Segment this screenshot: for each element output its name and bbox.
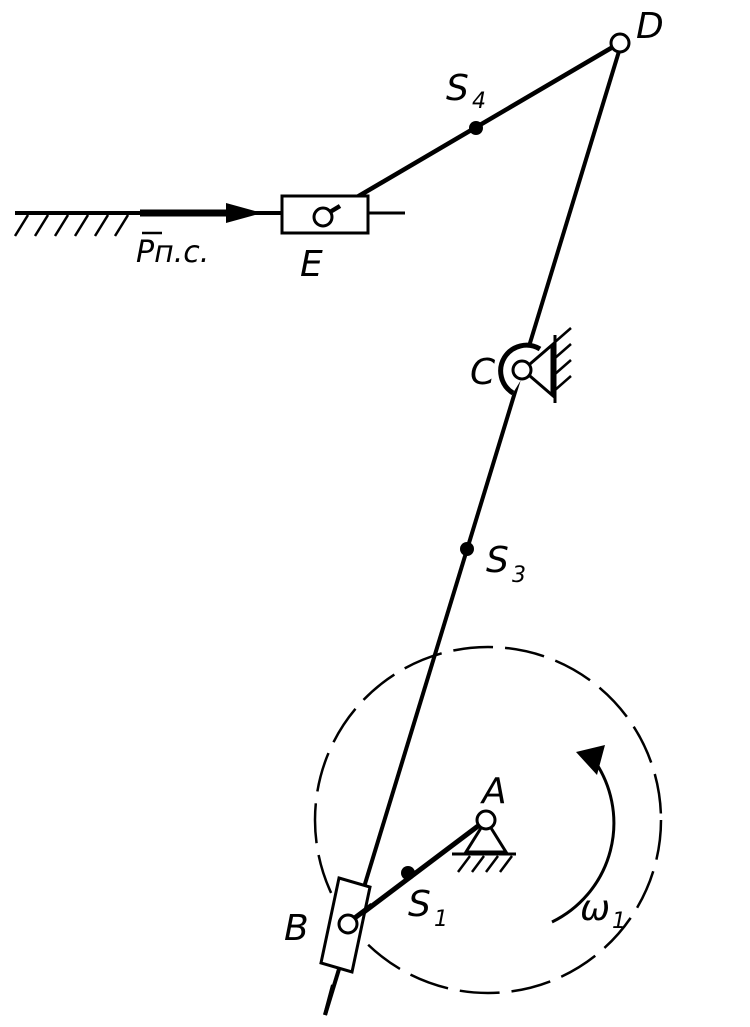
pivot-a-support: [452, 809, 516, 873]
slider-b: [319, 876, 374, 1016]
crank-path-circle: [313, 645, 663, 995]
label-a: A: [480, 771, 507, 812]
mass-center-s1: [401, 866, 415, 880]
svg-text:1: 1: [612, 909, 626, 934]
label-e: E: [300, 244, 323, 285]
svg-text:S: S: [486, 540, 509, 581]
svg-text:Pп.с.: Pп.с.: [136, 235, 209, 270]
mass-center-s4: [469, 121, 483, 135]
svg-text:1: 1: [434, 907, 448, 932]
label-d: D: [636, 6, 664, 47]
svg-text:4: 4: [472, 89, 486, 114]
svg-text:3: 3: [512, 563, 526, 588]
pivot-c-support: [498, 327, 572, 403]
label-b: B: [284, 908, 309, 949]
label-s1: S 1: [408, 884, 448, 932]
svg-text:S: S: [446, 68, 469, 109]
rotation-arrow: [551, 745, 616, 924]
label-s3: S 3: [486, 540, 526, 588]
force-arrow: [140, 203, 262, 223]
joint-d: [609, 32, 631, 54]
label-s4: S 4: [446, 68, 486, 114]
label-force: Pп.с.: [136, 231, 209, 270]
label-omega1: ω 1: [580, 888, 626, 934]
svg-text:S: S: [408, 884, 431, 925]
mass-center-s3: [460, 542, 474, 556]
label-c: C: [470, 352, 496, 393]
slider-e: [280, 194, 370, 235]
svg-text:ω: ω: [580, 888, 610, 929]
link-3-rocker: [323, 47, 622, 1016]
